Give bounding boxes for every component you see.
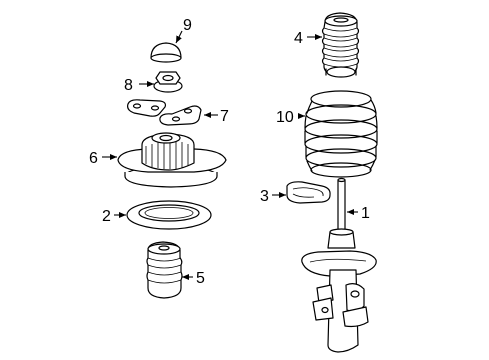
callout-10: 10 [276, 109, 294, 126]
callout-7: 7 [220, 108, 229, 125]
cap-part [150, 42, 182, 63]
callout-3: 3 [260, 188, 269, 205]
callout-labels: 9 8 7 6 2 5 4 10 3 1 [89, 17, 370, 287]
callout-5: 5 [196, 270, 205, 287]
coil-spring-part [304, 90, 378, 178]
callout-2: 2 [102, 208, 111, 225]
spring-insulator-part [286, 181, 331, 204]
bracket-part [127, 99, 202, 126]
callout-4: 4 [294, 30, 303, 47]
bump-stop-part [146, 241, 183, 299]
callout-9: 9 [183, 17, 192, 34]
nut-part [153, 71, 183, 93]
callout-6: 6 [89, 150, 98, 167]
callout-1: 1 [361, 205, 370, 222]
spring-seat-part [126, 200, 212, 230]
callout-8: 8 [124, 77, 133, 94]
leader-line-9 [175, 30, 183, 44]
dust-boot-part [321, 12, 360, 78]
leader-lines [102, 30, 358, 280]
upper-mount-part [117, 132, 227, 188]
strut-assembly-part [301, 177, 377, 353]
